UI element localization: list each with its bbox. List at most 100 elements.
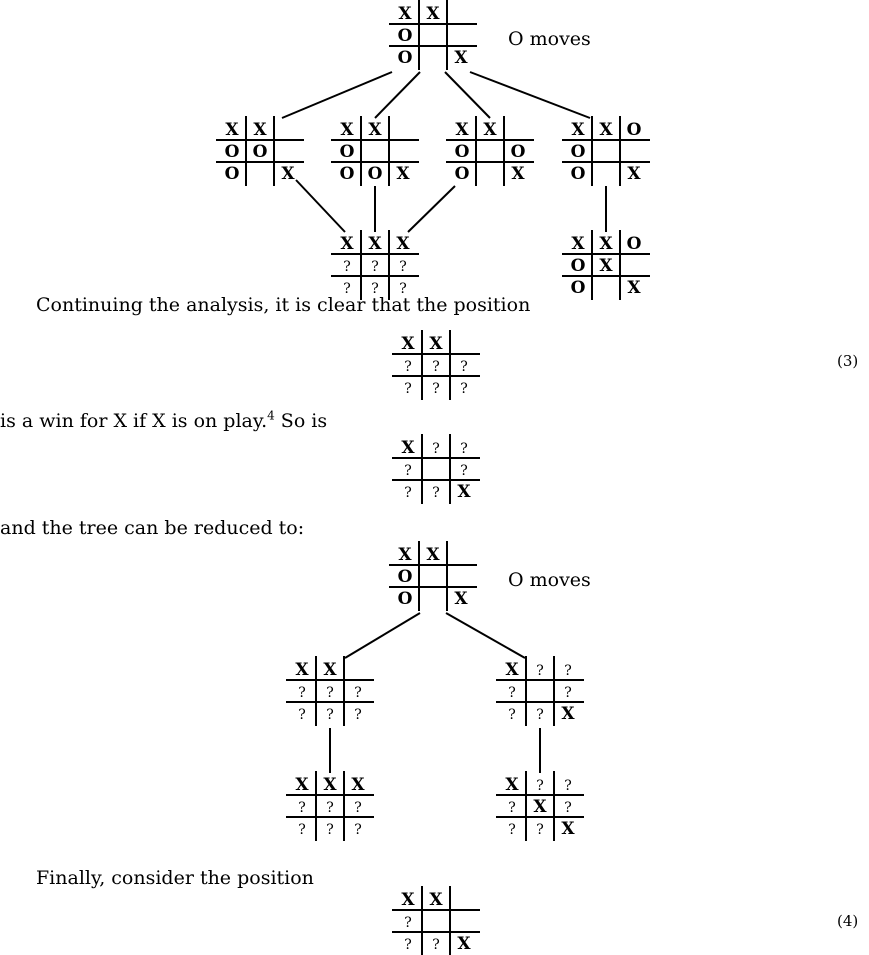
unknown-mark: ? [460,359,468,375]
unknown-mark: ? [404,485,412,501]
footnote-marker: 4 [267,408,275,423]
o-mark: O [398,48,413,68]
x-mark: X [627,164,641,184]
tree-edge [281,71,393,119]
x-mark: X [398,4,412,24]
unknown-mark: ? [354,822,362,838]
unknown-mark: ? [508,822,516,838]
o-mark: O [225,164,240,184]
x-mark: X [401,334,415,354]
figure2-label: O moves [508,569,591,591]
unknown-mark: ? [343,259,351,275]
x-mark: X [561,819,575,839]
paragraph-win-for-x: is a win for X if X is on play.4 So is [0,410,327,432]
unknown-mark: ? [298,685,306,701]
x-mark: X [429,334,443,354]
tree-edge [469,71,591,119]
o-mark: O [340,164,355,184]
o-mark: O [368,164,383,184]
x-mark: X [457,482,471,502]
unknown-mark: ? [326,707,334,723]
fig2-level2-board-2: X???X???X [496,771,584,841]
unknown-mark: ? [564,800,572,816]
x-mark: X [295,775,309,795]
x-mark: X [454,48,468,68]
x-mark: X [457,934,471,954]
x-mark: X [599,234,613,254]
unknown-mark: ? [460,441,468,457]
unknown-mark: ? [298,707,306,723]
x-mark: X [426,4,440,24]
unknown-mark: ? [564,663,572,679]
x-mark: X [368,120,382,140]
unknown-mark: ? [399,281,407,297]
unknown-mark: ? [326,800,334,816]
x-mark: X [571,234,585,254]
tree-edge [374,71,421,119]
x-mark: X [396,164,410,184]
unknown-mark: ? [508,800,516,816]
x-mark: X [295,660,309,680]
unknown-mark: ? [564,685,572,701]
unknown-mark: ? [508,707,516,723]
o-mark: O [571,256,586,276]
tree-edge [444,71,491,119]
x-mark: X [627,278,641,298]
x-mark: X [340,120,354,140]
unknown-mark: ? [298,800,306,816]
unknown-mark: ? [326,822,334,838]
paragraph-continuing: Continuing the analysis, it is clear tha… [36,294,531,316]
x-mark: X [281,164,295,184]
x-mark: X [225,120,239,140]
intermediate-board: X??????X [392,434,480,504]
x-mark: X [323,660,337,680]
o-mark: O [398,567,413,587]
o-mark: O [627,120,642,140]
x-mark: X [505,775,519,795]
unknown-mark: ? [371,281,379,297]
unknown-mark: ? [343,281,351,297]
x-mark: X [511,164,525,184]
x-mark: X [351,775,365,795]
unknown-mark: ? [326,685,334,701]
unknown-mark: ? [404,937,412,953]
x-mark: X [533,797,547,817]
x-mark: X [571,120,585,140]
fig2-level1-board-2: X??????X [496,656,584,726]
o-mark: O [627,234,642,254]
x-mark: X [253,120,267,140]
o-mark: O [340,142,355,162]
equation-number-3: (3) [837,352,859,370]
unknown-mark: ? [371,259,379,275]
x-mark: X [368,234,382,254]
x-mark: X [426,545,440,565]
tree-edge [407,185,456,233]
unknown-mark: ? [354,707,362,723]
unknown-mark: ? [432,485,440,501]
tree-edges [281,71,607,773]
unknown-mark: ? [404,381,412,397]
unknown-mark: ? [564,778,572,794]
x-mark: X [340,234,354,254]
unknown-mark: ? [298,822,306,838]
unknown-mark: ? [536,707,544,723]
tree-edge [344,612,421,659]
o-mark: O [571,142,586,162]
x-mark: X [398,545,412,565]
o-mark: O [253,142,268,162]
o-mark: O [455,164,470,184]
tree-edge [445,612,526,659]
x-mark: X [401,890,415,910]
unknown-mark: ? [432,441,440,457]
